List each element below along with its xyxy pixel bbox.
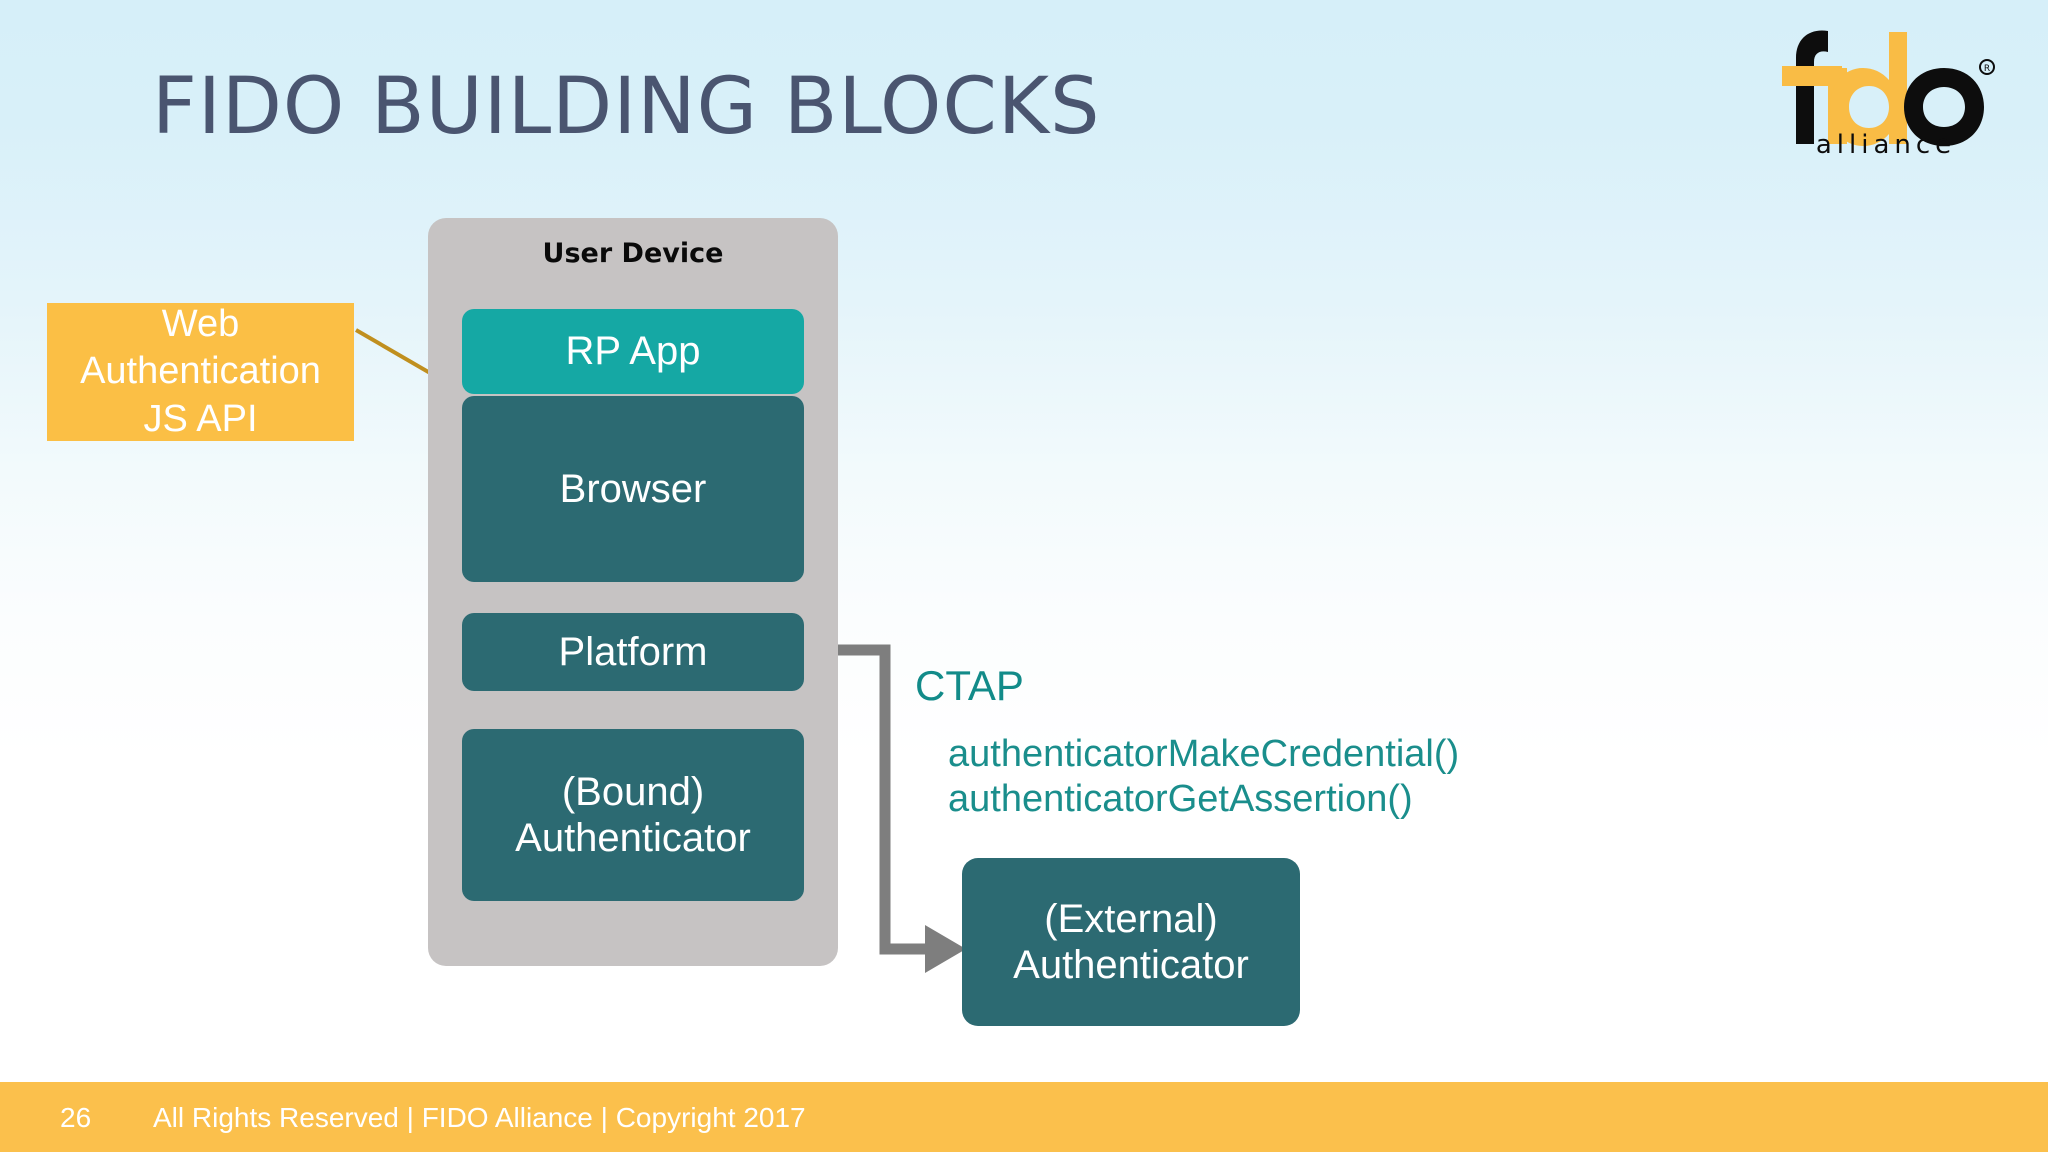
browser-box[interactable]: Browser xyxy=(462,396,804,582)
external-authenticator-line1: (External) xyxy=(1044,896,1218,941)
webauthn-js-api-callout[interactable]: Web Authentication JS API xyxy=(47,303,354,441)
bound-authenticator-line1: (Bound) xyxy=(561,769,705,814)
callout-line3: JS API xyxy=(143,397,258,440)
slide-footer: 26 All Rights Reserved | FIDO Alliance |… xyxy=(0,1082,2048,1152)
user-device-label: User Device xyxy=(542,238,724,269)
ctap-api-calls: authenticatorMakeCredential() authentica… xyxy=(948,732,1459,822)
rp-app-box[interactable]: RP App xyxy=(462,309,804,394)
svg-text:R: R xyxy=(1984,64,1990,74)
external-authenticator-box[interactable]: (External) Authenticator xyxy=(962,858,1300,1026)
bound-authenticator-box[interactable]: (Bound) Authenticator xyxy=(462,729,804,901)
ctap-call-make-credential: authenticatorMakeCredential() xyxy=(948,733,1460,775)
svg-text:alliance: alliance xyxy=(1816,130,1956,156)
footer-copyright: All Rights Reserved | FIDO Alliance | Co… xyxy=(153,1102,806,1133)
external-authenticator-line2: Authenticator xyxy=(1013,943,1249,987)
platform-box[interactable]: Platform xyxy=(462,613,804,691)
callout-line1: Web xyxy=(161,303,240,346)
ctap-label: CTAP xyxy=(915,662,1024,709)
callout-line2: Authentication xyxy=(80,350,321,393)
fido-alliance-logo: R alliance xyxy=(1768,22,2000,160)
ctap-call-get-assertion: authenticatorGetAssertion() xyxy=(948,777,1413,820)
page-title: FIDO BUILDING BLOCKS xyxy=(152,62,1101,152)
bound-authenticator-line2: Authenticator xyxy=(515,816,751,860)
page-number: 26 xyxy=(60,1102,92,1133)
